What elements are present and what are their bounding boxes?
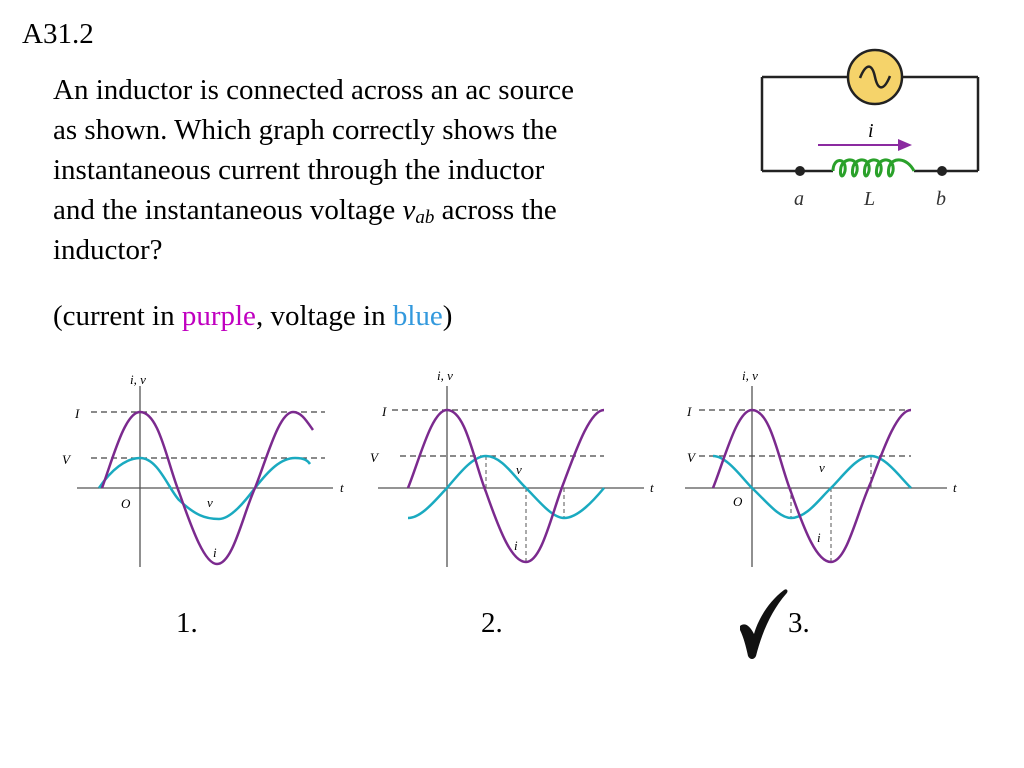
voltage-subscript: ab [415,207,435,228]
graph-2-peak-voltage-label: V [370,450,380,465]
graph-2-axis-label: i, v [437,368,453,383]
graph-3-origin-label: O [733,494,743,509]
question-line-4-post: across the [434,194,557,226]
inductor-label: L [863,188,875,210]
graph-3-peak-current-label: I [686,404,692,419]
graph-1-current-curve-label: i [213,545,217,560]
node-b-label: b [936,188,946,210]
legend-middle: , voltage in [255,300,393,332]
slide-id: A31.2 [22,18,94,50]
node-a-label: a [794,188,804,210]
checkmark-icon [738,588,790,665]
question-line-4-pre: and the instantaneous voltage [53,194,403,226]
graph-option-1: i, v I V O t v i [55,362,355,582]
option-2-label: 2. [481,607,503,639]
circuit-current-label: i [868,120,874,142]
graph-2-current-curve [406,408,605,564]
graph-1-axis-label: i, v [130,372,146,387]
legend-close: ) [442,300,453,332]
question-line-3: instantaneous current through the induct… [53,154,545,186]
graph-option-2: i, v I V t v i [362,362,662,582]
question-text: An inductor is connected across an ac so… [53,70,693,270]
graph-2-time-label: t [650,480,654,495]
graph-1-time-label: t [340,480,344,495]
inductor-coil-icon [831,158,916,178]
color-legend-note: (current in purple, voltage in blue) [53,300,452,333]
graph-3-peak-voltage-label: V [687,450,697,465]
graph-3-voltage-curve-label: v [819,460,825,475]
graph-2-voltage-curve [407,454,605,520]
graph-1-voltage-curve [97,456,312,521]
voltage-symbol: v [402,194,416,226]
legend-voltage-color: blue [392,300,443,332]
graph-2-current-curve-label: i [514,538,518,553]
graph-1-origin-label: O [121,496,131,511]
node-a-dot [795,166,805,176]
legend-open: (current in [53,300,182,332]
graph-3-current-curve [711,408,912,564]
graph-2-peak-current-label: I [381,404,387,419]
graph-option-3: i, v I V O t v i [667,362,967,582]
node-b-dot [937,166,947,176]
graph-3-current-curve-label: i [817,530,821,545]
question-line-2: as shown. Which graph correctly shows th… [53,114,558,146]
graph-1-peak-current-label: I [74,406,80,421]
circuit-diagram: i a L b [740,45,990,225]
graph-3-voltage-curve [712,454,912,520]
current-direction-arrow [818,139,912,151]
option-3-label: 3. [788,607,810,639]
graph-1-voltage-curve-label: v [207,495,213,510]
graph-3-axis-label: i, v [742,368,758,383]
legend-current-color: purple [181,300,256,332]
ac-source-icon [846,48,904,106]
graph-1-current-curve [100,410,315,566]
graph-2-voltage-curve-label: v [516,462,522,477]
graph-3-time-label: t [953,480,957,495]
option-1-label: 1. [176,607,198,639]
question-line-5: inductor? [53,234,163,266]
question-line-1: An inductor is connected across an ac so… [53,74,574,106]
graph-1-peak-voltage-label: V [62,452,72,467]
